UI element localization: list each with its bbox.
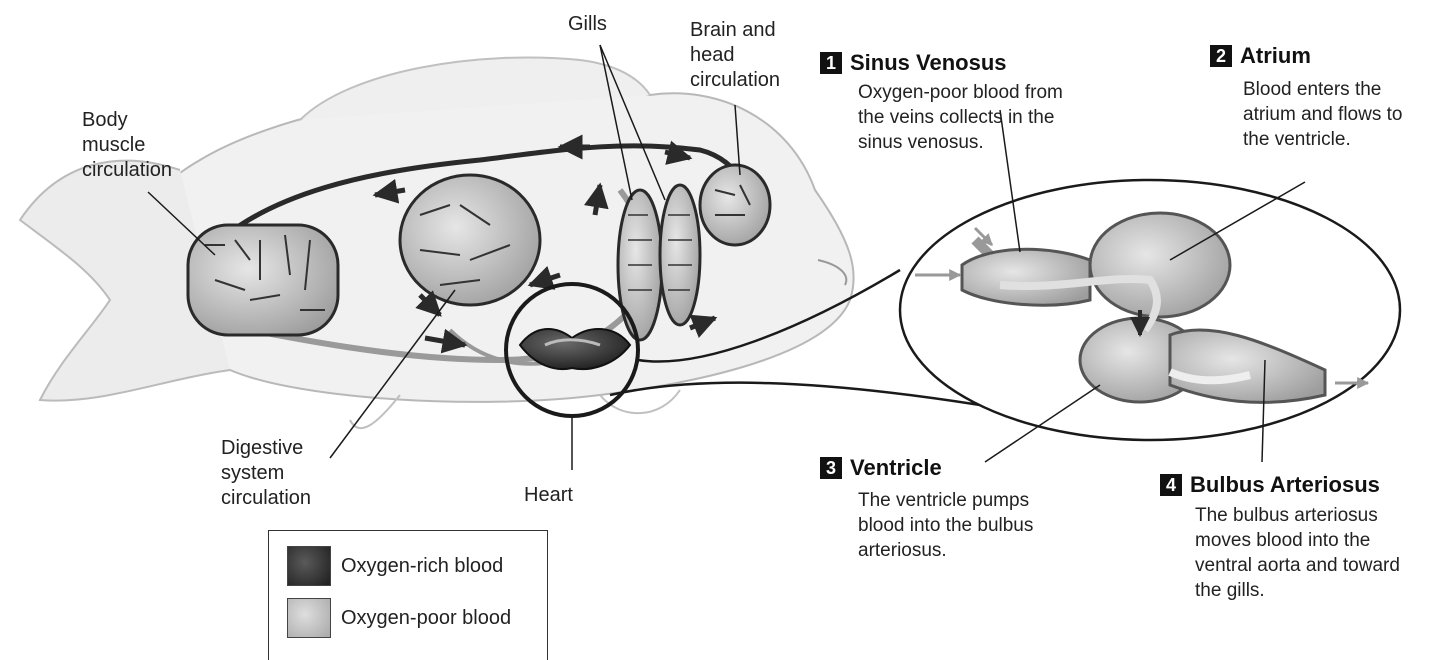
legend: Oxygen-rich blood Oxygen-poor blood [268,530,548,660]
label-heart: Heart [524,483,573,508]
step-2-title: 2 Atrium [1210,43,1311,69]
label-gills: Gills [568,12,607,37]
step-3-title-text: Ventricle [850,455,942,481]
oxygen-poor-swatch [287,598,331,638]
zoom-connector-bottom [610,383,980,405]
step-3-description: The ventricle pumps blood into the bulbu… [858,488,1058,563]
step-2-number: 2 [1210,45,1232,67]
legend-label-poor: Oxygen-poor blood [341,607,511,630]
legend-label-rich: Oxygen-rich blood [341,555,503,578]
step-4-description: The bulbus arteriosus moves blood into t… [1195,503,1410,603]
step-4-title: 4 Bulbus Arteriosus [1160,472,1380,498]
oxygen-rich-swatch [287,546,331,586]
step-1-title: 1 Sinus Venosus [820,50,1007,76]
step-3-title: 3 Ventricle [820,455,942,481]
step-1-title-text: Sinus Venosus [850,50,1007,76]
body-muscle-capillaries [188,225,338,335]
step-3-number: 3 [820,457,842,479]
step-4-title-text: Bulbus Arteriosus [1190,472,1380,498]
legend-item-poor: Oxygen-poor blood [287,598,511,638]
label-digestive-circulation: Digestive system circulation [221,436,311,511]
legend-item-rich: Oxygen-rich blood [287,546,503,586]
step-1-number: 1 [820,52,842,74]
step-2-title-text: Atrium [1240,43,1311,69]
head-capillaries [700,165,770,245]
label-brain-circulation: Brain and head circulation [690,18,780,93]
step-2-description: Blood enters the atrium and flows to the… [1243,77,1423,152]
step-1-description: Oxygen-poor blood from the veins collect… [858,80,1083,155]
label-body-muscle-circulation: Body muscle circulation [82,108,172,183]
heart-enlarged [900,180,1400,440]
step-4-number: 4 [1160,474,1182,496]
